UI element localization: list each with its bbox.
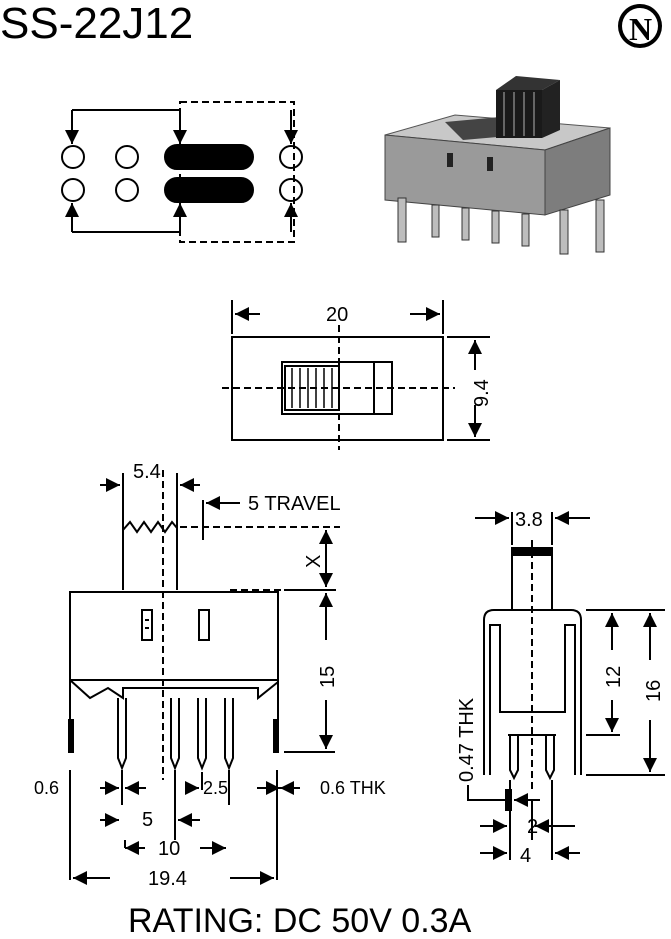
pitch-2-label: 2 [527, 816, 538, 838]
pin-width-label: 0.6 [34, 778, 59, 798]
front-view-drawing [68, 470, 340, 885]
top-view-drawing [222, 300, 490, 450]
height-12-label: 12 [603, 666, 625, 688]
frame-thk-label: 0.47 THK [456, 697, 478, 782]
circuit-schematic [61, 101, 303, 243]
top-width-label: 20 [326, 304, 348, 326]
body-height-label: 15 [317, 666, 339, 688]
brand-logo-n-icon: N [618, 4, 662, 48]
height-16-label: 16 [643, 680, 665, 702]
pitch-5-label: 5 [142, 809, 153, 831]
pitch-10-label: 10 [158, 838, 180, 860]
logo-letter: N [629, 11, 652, 47]
rating-text: RATING: DC 50V 0.3A [128, 902, 472, 939]
part-number-title: SS-22J12 [0, 0, 193, 48]
top-height-label: 9.4 [471, 379, 493, 407]
pin-pitch-2-5-label: 2.5 [203, 778, 228, 798]
switch-product-image [384, 76, 611, 255]
pin-thk-label: 0.6 THK [320, 778, 386, 798]
actuator-width-label: 5.4 [133, 461, 161, 483]
side-actuator-width-label: 3.8 [515, 509, 543, 531]
travel-label: 5 TRAVEL [248, 493, 341, 515]
pitch-4-label: 4 [520, 845, 531, 867]
actuator-height-label: X [303, 555, 325, 568]
overall-width-label: 19.4 [148, 868, 187, 890]
side-view-drawing [467, 511, 665, 860]
